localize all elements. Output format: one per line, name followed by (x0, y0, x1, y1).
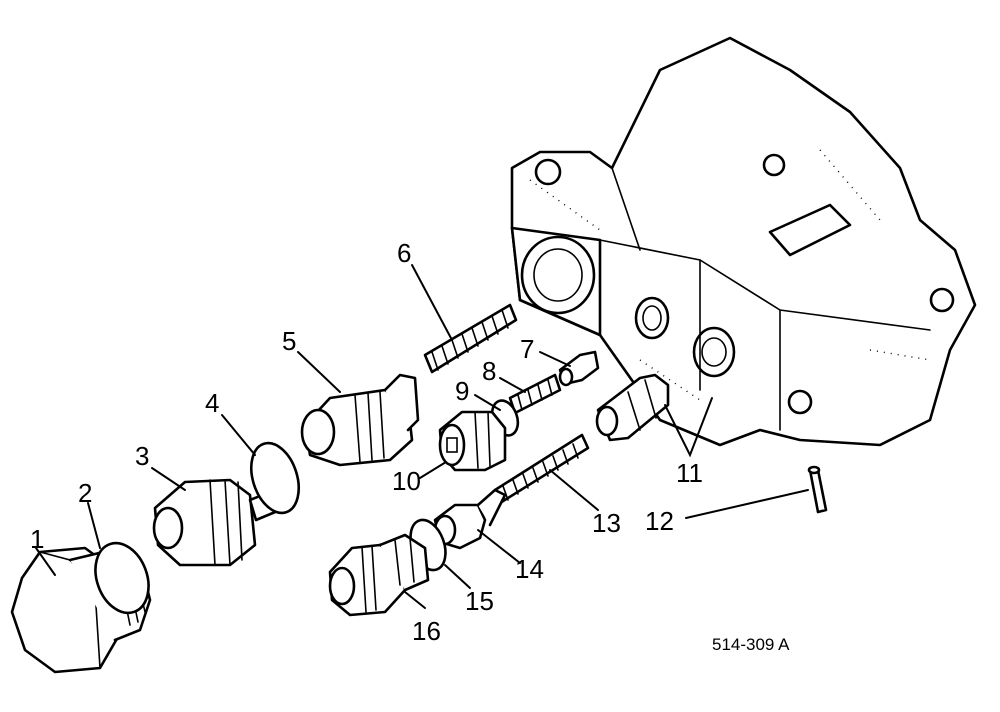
part-5-valve-seat (300, 373, 420, 467)
valve-housing (510, 36, 977, 447)
part-8-spring (508, 373, 562, 415)
part-14-poppet (433, 488, 507, 550)
part-16-fitting (328, 533, 430, 617)
part-3-cartridge (152, 478, 282, 567)
label-part-16: 16 (412, 616, 441, 646)
part-11-sleeve (595, 373, 670, 442)
drawing-code: 514-309 A (712, 635, 790, 654)
part-6-spring (423, 303, 518, 374)
part-12-pin (807, 465, 828, 514)
part-10-adjuster-plug (438, 410, 507, 472)
label-part-8: 8 (482, 356, 496, 386)
part-2-o-ring (94, 541, 150, 615)
label-part-1: 1 (30, 524, 44, 554)
part-4-o-ring (250, 441, 300, 515)
leader-lines (35, 264, 809, 609)
label-part-3: 3 (135, 441, 149, 471)
label-part-12: 12 (645, 506, 674, 536)
label-part-9: 9 (455, 376, 469, 406)
label-part-11: 11 (676, 458, 703, 488)
label-part-5: 5 (282, 326, 296, 356)
label-part-15: 15 (465, 586, 494, 616)
part-7-poppet (558, 350, 600, 387)
label-part-10: 10 (392, 466, 421, 496)
label-part-14: 14 (515, 554, 544, 584)
label-part-2: 2 (78, 478, 92, 508)
label-part-4: 4 (205, 388, 219, 418)
part-13-spring (493, 433, 590, 505)
label-part-7: 7 (520, 334, 534, 364)
label-part-6: 6 (397, 238, 411, 268)
label-part-13: 13 (592, 508, 621, 538)
